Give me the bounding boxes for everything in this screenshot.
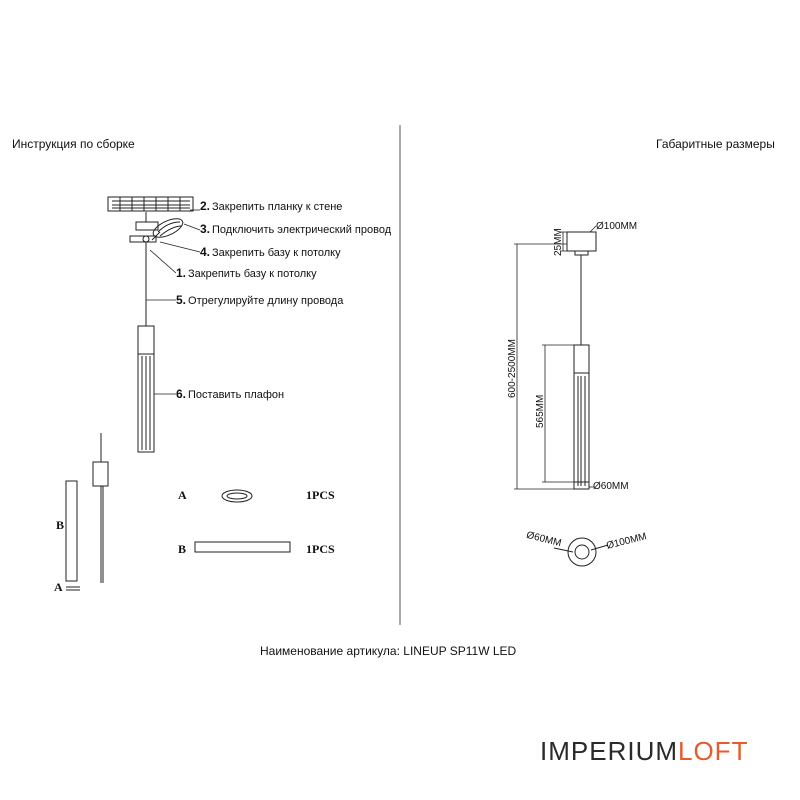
step-3: 3.Подключить электрический провод <box>200 222 392 236</box>
pendant-shade <box>137 353 155 453</box>
wire-connector <box>151 218 184 241</box>
pendant-head <box>137 325 155 355</box>
assembly-heading: Инструкция по сборке <box>12 137 135 151</box>
leader-lines <box>146 209 201 395</box>
part-a-ring-icon <box>221 489 253 503</box>
dim-canopy-height: 25MM <box>553 228 564 256</box>
step-5: 5.Отрегулируйте длину провода <box>176 293 344 307</box>
step-2: 2.Закрепить планку к стене <box>200 199 343 213</box>
step-6: 6.Поставить плафон <box>176 387 285 401</box>
step-4: 4.Закрепить базу к потолку <box>200 245 341 259</box>
dim-canopy-diameter: Ø100MM <box>596 221 638 232</box>
part-b-bar-icon <box>194 541 291 553</box>
dimension-lines <box>514 225 597 490</box>
dim-cable-length: 600-2500MM <box>507 339 518 398</box>
dimension-lamp <box>566 231 597 490</box>
dimensions-heading: Габаритные размеры <box>656 137 775 151</box>
parts-illustration <box>65 433 109 591</box>
part-b-qty: 1PCS <box>306 542 335 556</box>
part-a-qty: 1PCS <box>306 488 335 502</box>
step-1: 1.Закрепить базу к потолку <box>176 266 317 280</box>
part-b-letter: B <box>178 542 187 556</box>
wall-bracket <box>107 196 194 212</box>
part-a-letter: A <box>178 488 187 502</box>
dim-shade-diameter: Ø60MM <box>593 481 629 492</box>
illustration-label-b: B <box>56 518 65 532</box>
brand-logo: IMPERIUMLOFT <box>540 736 749 766</box>
illustration-label-a: A <box>54 580 63 594</box>
top-view <box>553 537 609 567</box>
dim-shade-length: 565MM <box>535 394 546 428</box>
article-name: Наименование артикула: LINEUP SP11W LED <box>260 644 517 658</box>
